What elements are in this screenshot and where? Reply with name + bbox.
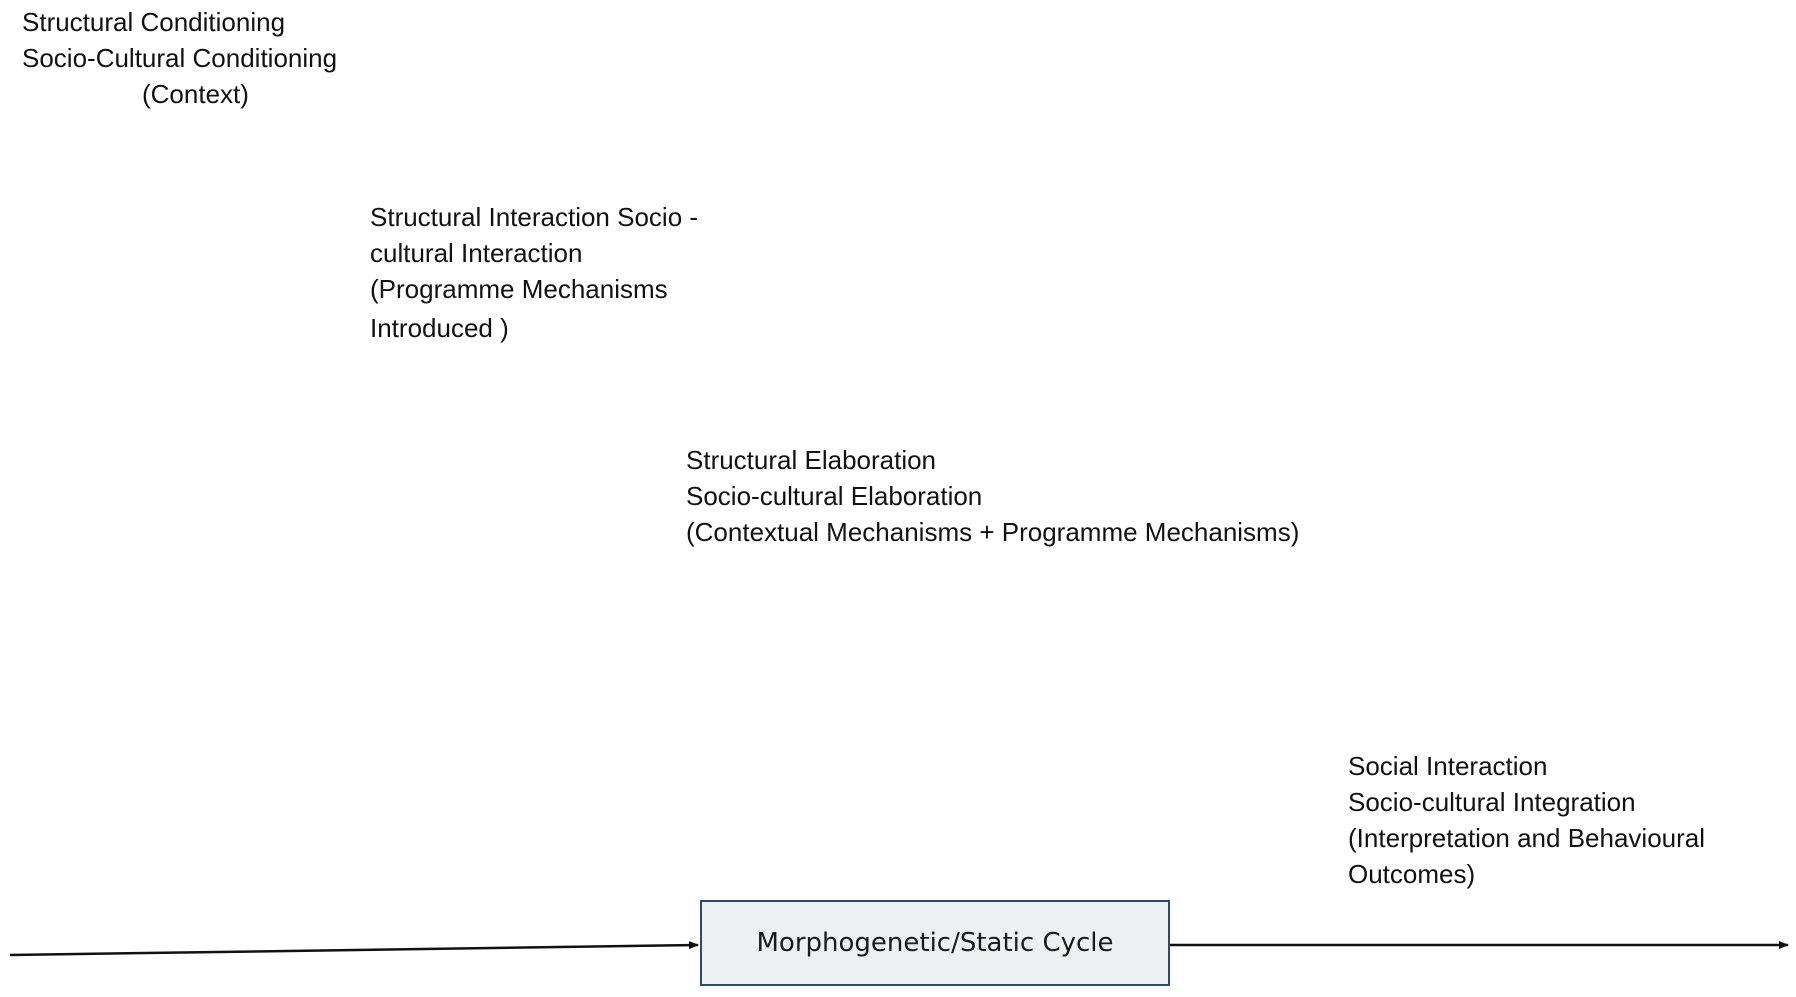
interaction-line-4: Introduced )	[370, 313, 509, 343]
stage-interaction-label: Structural Interaction Socio - cultural …	[370, 199, 698, 346]
stage-integration-label: Social Interaction Socio-cultural Integr…	[1348, 748, 1705, 892]
stage-elaboration-label: Structural Elaboration Socio-cultural El…	[686, 442, 1299, 550]
integration-line-3: (Interpretation and Behavioural	[1348, 823, 1706, 853]
elaboration-line-3: (Contextual Mechanisms + Programme Mecha…	[686, 517, 1300, 547]
context-line-2: Socio-Cultural Conditioning	[22, 43, 338, 73]
context-line-1: Structural Conditioning	[22, 7, 286, 37]
context-line-3: (Context)	[142, 79, 249, 109]
interaction-line-2: cultural Interaction	[370, 238, 583, 268]
elaboration-line-1: Structural Elaboration	[686, 445, 937, 475]
interaction-line-3: (Programme Mechanisms	[370, 274, 668, 304]
integration-line-4: Outcomes)	[1348, 859, 1476, 889]
integration-line-1: Social Interaction	[1348, 751, 1548, 781]
interaction-line-1: Structural Interaction Socio -	[370, 202, 699, 232]
morphogenetic-cycle-box: Morphogenetic/Static Cycle	[700, 900, 1170, 986]
incoming-arrow	[9, 941, 699, 957]
elaboration-line-2: Socio-cultural Elaboration	[686, 481, 983, 511]
cycle-label: Morphogenetic/Static Cycle	[756, 928, 1114, 958]
integration-line-2: Socio-cultural Integration	[1348, 787, 1636, 817]
stage-context-label: Structural Conditioning Socio-Cultural C…	[22, 4, 337, 112]
